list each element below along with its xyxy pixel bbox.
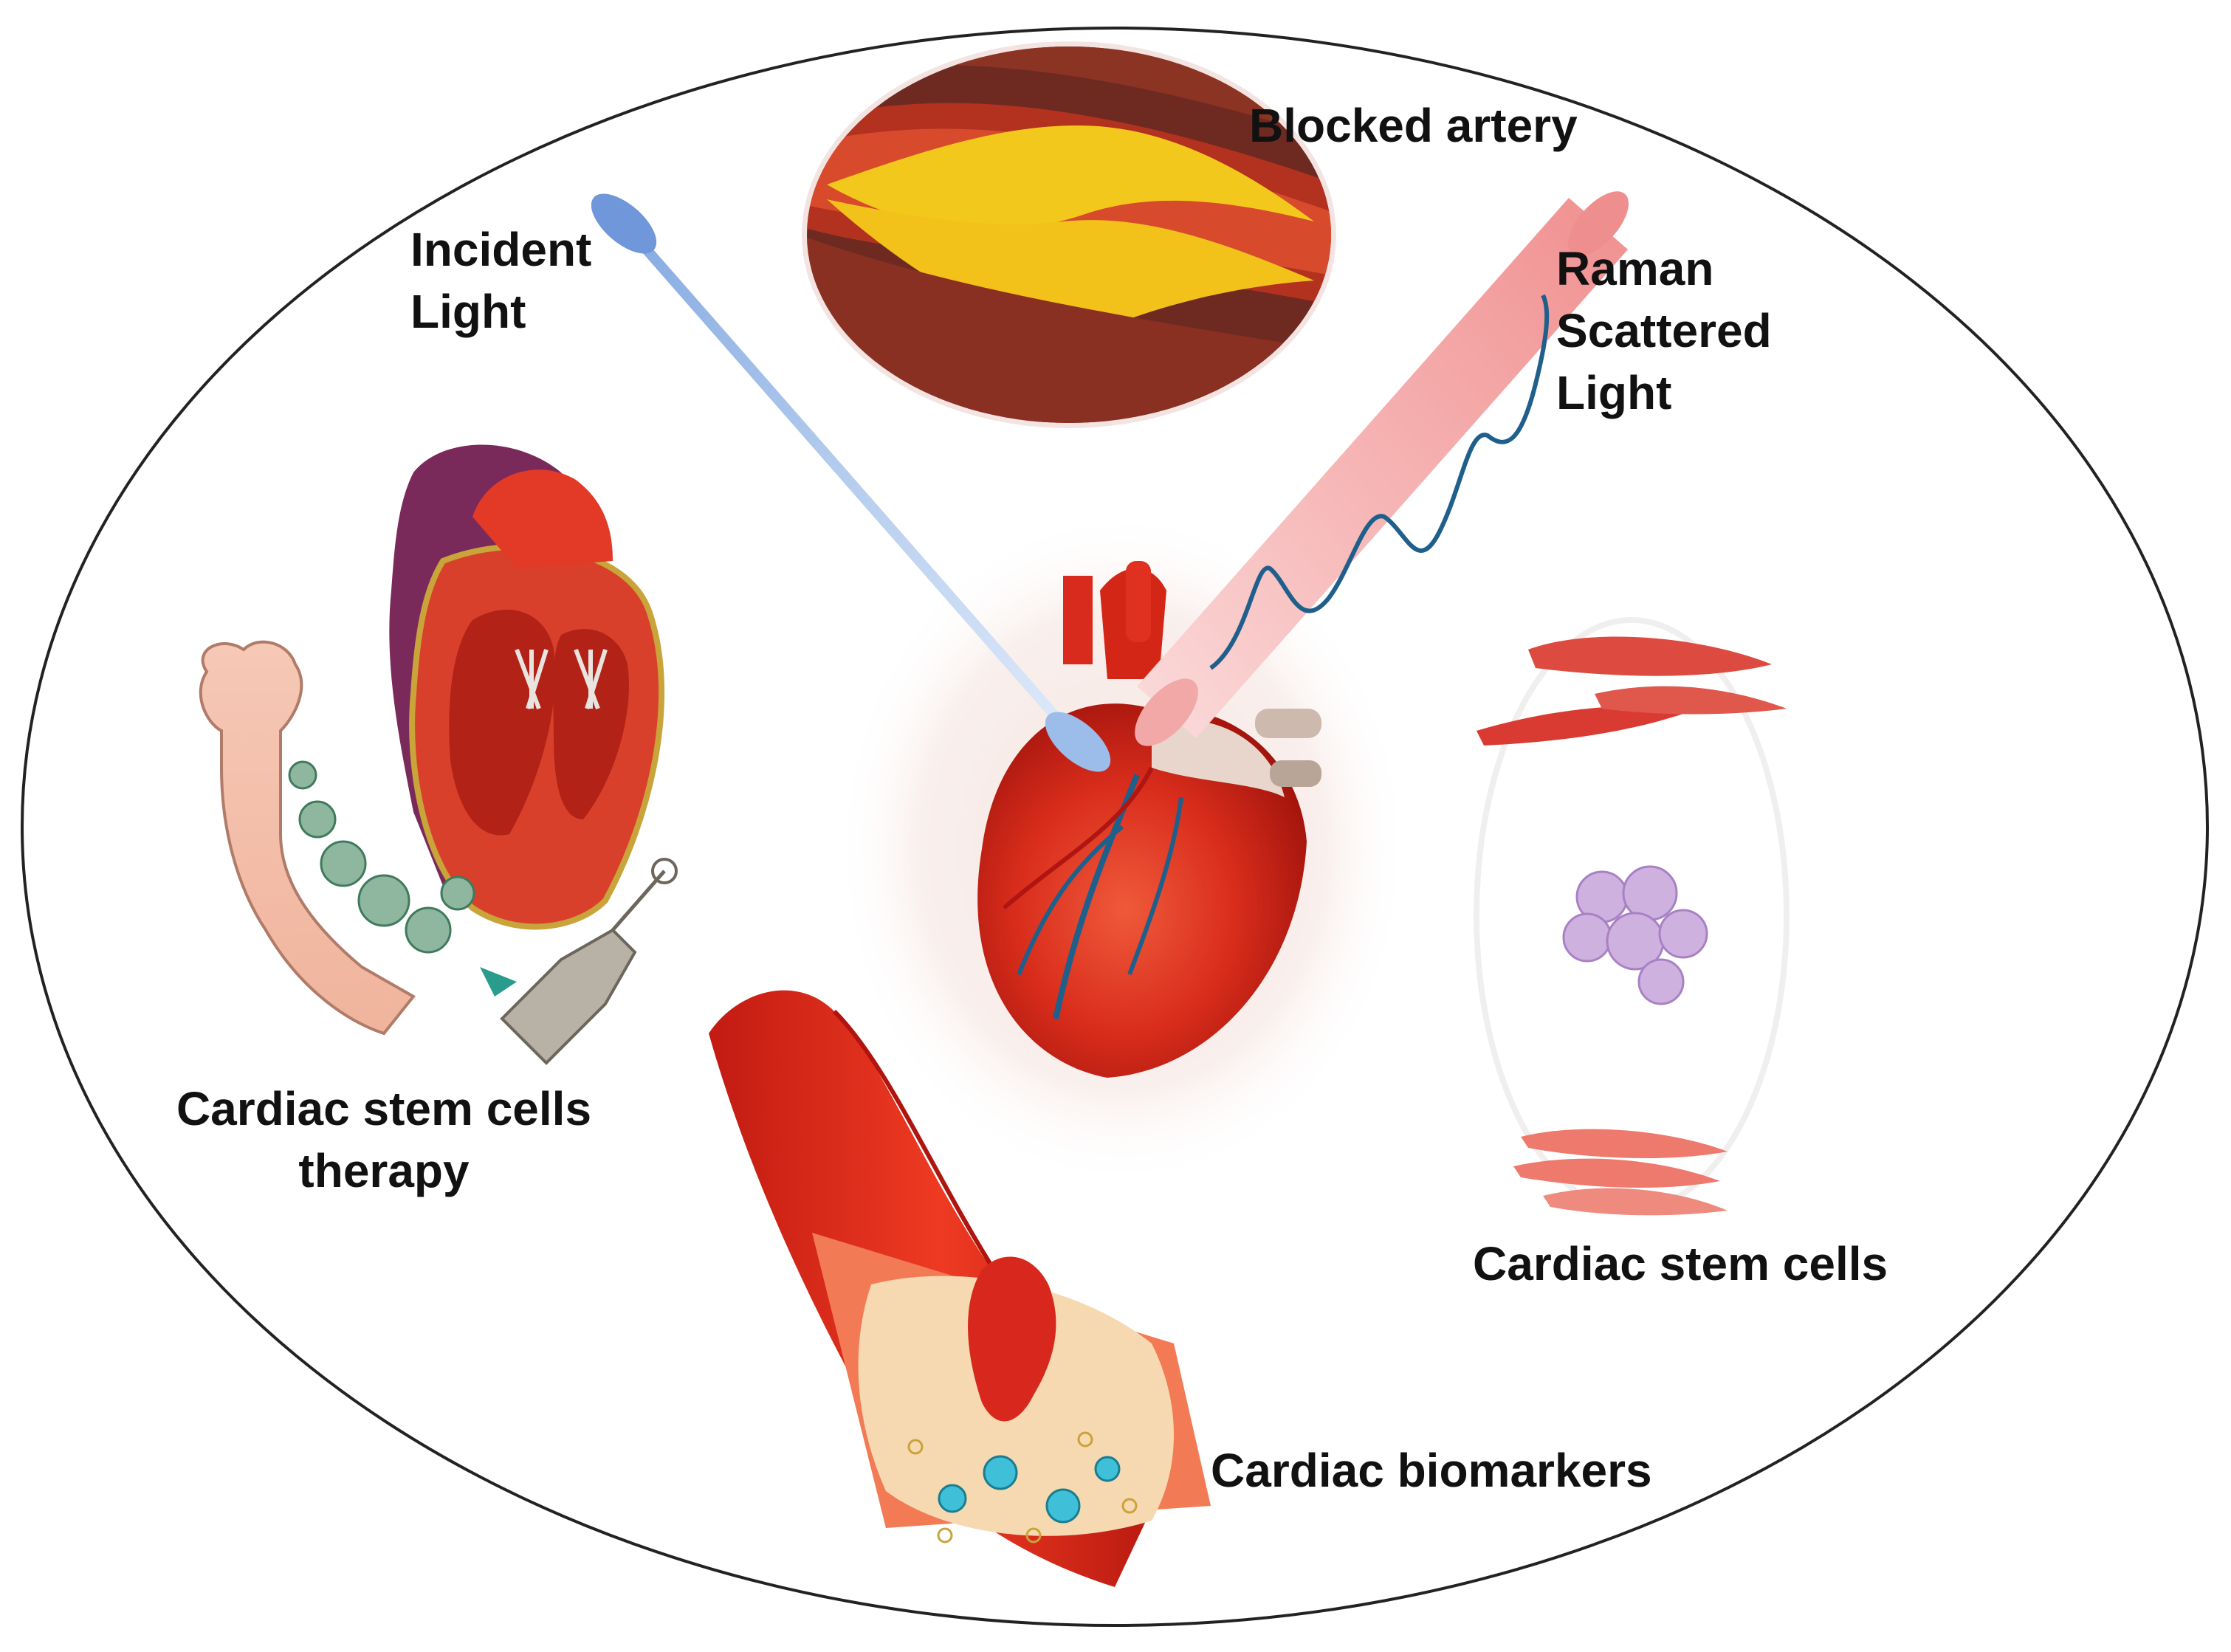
label-cardiac-biomarkers-text: Cardiac biomarkers <box>1211 1444 1652 1497</box>
label-cardiac-stem-cells: Cardiac stem cells <box>1473 1233 1888 1295</box>
label-cardiac-stem-cells-therapy: Cardiac stem cells therapy <box>151 1078 616 1202</box>
pink-cylinder-beam <box>1135 191 1629 746</box>
label-blocked-artery: Blocked artery <box>1249 94 1578 156</box>
label-cardiac-stem-cells-text: Cardiac stem cells <box>1473 1237 1888 1290</box>
label-therapy-line1: Cardiac stem cells <box>176 1082 592 1135</box>
syringe-icon <box>480 858 678 1065</box>
label-incident-light-line2: Light <box>410 285 526 338</box>
heart-cross-section-illustration <box>389 444 665 930</box>
label-blocked-artery-text: Blocked artery <box>1249 99 1578 152</box>
label-cardiac-biomarkers: Cardiac biomarkers <box>1211 1439 1652 1501</box>
heart-illustration <box>834 509 1410 1188</box>
raman-spectrum-wave <box>1209 294 1550 670</box>
label-therapy-line2: therapy <box>298 1144 470 1197</box>
blue-cylinder-beam <box>591 193 1111 772</box>
label-raman-scattered-light: Raman Scattered Light <box>1556 238 1772 424</box>
label-raman-line2: Scattered <box>1556 304 1772 357</box>
stem-cell-illustrations <box>1474 617 1790 1216</box>
bone-marrow-illustration <box>199 640 475 1036</box>
label-incident-light-line1: Incident <box>410 223 592 276</box>
blood-vessel-illustration <box>709 990 1211 1587</box>
label-incident-light: Incident Light <box>410 218 591 343</box>
label-raman-line1: Raman <box>1556 242 1714 295</box>
label-raman-line3: Light <box>1556 366 1672 419</box>
